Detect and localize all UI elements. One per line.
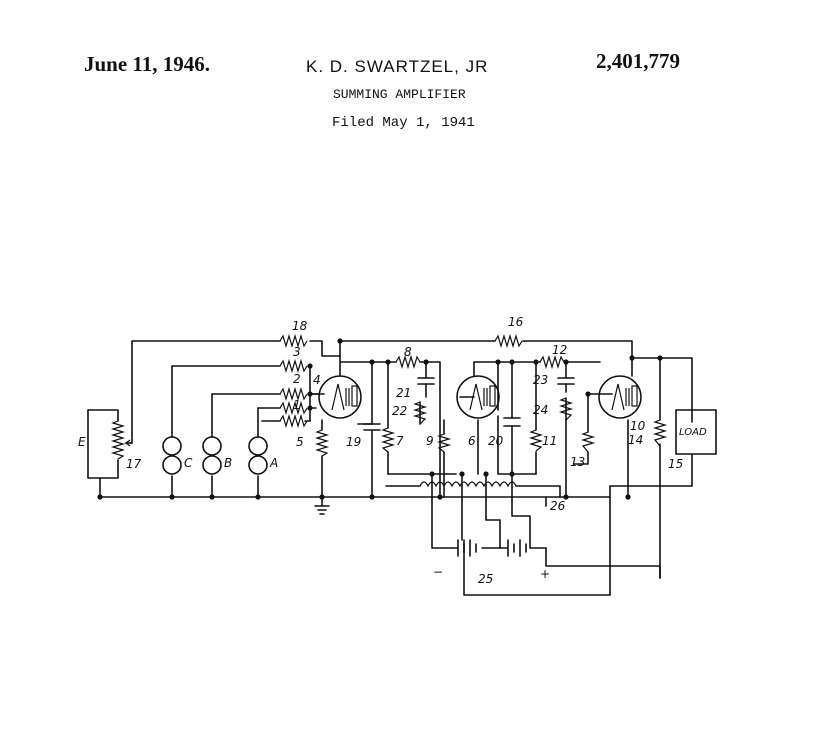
inventor-name: K. D. SWARTZEL, JR xyxy=(306,57,489,76)
vacuum-tubes xyxy=(318,375,642,419)
label-23: 23 xyxy=(533,373,548,387)
resistor-9 xyxy=(436,433,452,453)
label-load: LOAD xyxy=(679,427,707,438)
potentiometer-17 xyxy=(110,420,126,460)
patent-date: June 11, 1946. xyxy=(84,52,211,76)
junction-dots xyxy=(97,338,663,500)
resistor-12 xyxy=(539,354,565,370)
resistor-5 xyxy=(314,429,330,457)
label-4: 4 xyxy=(313,373,321,387)
ground-symbol xyxy=(314,505,330,515)
resistor-11 xyxy=(528,429,544,452)
generators xyxy=(162,436,268,475)
label-20: 20 xyxy=(488,434,504,448)
label-25: 25 xyxy=(478,572,493,586)
label-19: 19 xyxy=(346,435,361,449)
resistor-18 xyxy=(279,333,308,349)
label-2: 2 xyxy=(293,372,301,386)
label-12: 12 xyxy=(552,343,567,357)
label-16: 16 xyxy=(508,315,524,329)
label-14: 14 xyxy=(628,433,643,447)
tube-4 xyxy=(318,375,362,419)
label-minus: − xyxy=(433,565,443,579)
battery-25 xyxy=(451,539,547,557)
label-21: 21 xyxy=(396,386,411,400)
label-c: C xyxy=(184,456,193,470)
capacitor-19 xyxy=(363,423,381,431)
label-10: 10 xyxy=(630,419,646,433)
label-8: 8 xyxy=(404,345,412,359)
label-plus: + xyxy=(540,567,550,581)
label-b: B xyxy=(224,456,232,470)
label-a: A xyxy=(269,456,278,470)
pot-wiper xyxy=(124,439,132,447)
resistor-13 xyxy=(580,431,596,453)
capacitors xyxy=(363,377,575,431)
capacitor-21 xyxy=(417,377,435,385)
capacitor-23 xyxy=(557,377,575,385)
label-1: 1 xyxy=(293,398,301,412)
wires xyxy=(87,340,693,596)
resistor-8 xyxy=(395,354,421,370)
resistor-24 xyxy=(558,397,574,421)
label-7: 7 xyxy=(396,434,404,448)
resistors xyxy=(110,333,668,460)
label-17: 17 xyxy=(126,457,142,471)
tube-6 xyxy=(456,375,500,419)
label-6: 6 xyxy=(468,434,476,448)
patent-title: SUMMING AMPLIFIER xyxy=(333,87,466,102)
label-13: 13 xyxy=(570,455,585,469)
resistor-7 xyxy=(380,427,396,453)
resistor-2 xyxy=(279,386,308,402)
resistor-16 xyxy=(494,333,523,349)
generator-b xyxy=(202,436,222,475)
label-e: E xyxy=(78,435,86,449)
label-9: 9 xyxy=(426,434,434,448)
label-24: 24 xyxy=(533,403,548,417)
capacitor-20 xyxy=(503,417,521,427)
load-box xyxy=(675,409,717,455)
tube-10 xyxy=(598,375,642,419)
resistor-3 xyxy=(279,358,308,374)
generator-a xyxy=(248,436,268,475)
filed-date: Filed May 1, 1941 xyxy=(332,115,475,131)
generator-c xyxy=(162,436,182,475)
diagram-labels: 18 3 2 1 4 5 8 19 7 21 22 9 6 20 11 16 1… xyxy=(78,315,707,586)
label-3: 3 xyxy=(293,345,301,359)
patent-number: 2,401,779 xyxy=(596,49,680,73)
label-26: 26 xyxy=(550,499,566,513)
resistor-14 xyxy=(652,419,668,447)
label-15: 15 xyxy=(668,457,683,471)
label-5: 5 xyxy=(296,435,304,449)
resistor-1a xyxy=(279,400,308,416)
label-22: 22 xyxy=(392,404,407,418)
resistor-22 xyxy=(412,401,428,425)
resistor-1 xyxy=(279,413,308,429)
label-18: 18 xyxy=(292,319,308,333)
label-11: 11 xyxy=(542,434,557,448)
